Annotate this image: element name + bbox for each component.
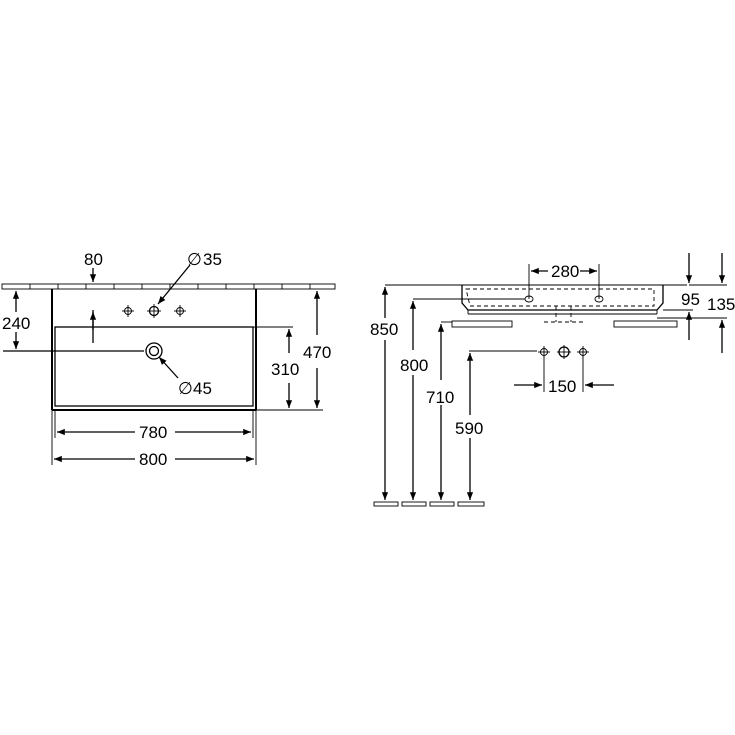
dim-850: 850 [370, 286, 398, 501]
dim-800-width: 800 [51, 410, 257, 469]
dim-800-height-label: 800 [400, 356, 428, 375]
dim-710: 710 [426, 321, 454, 501]
dim-dia35-label: 35 [203, 250, 222, 269]
hatched-supports [451, 320, 678, 328]
tap-hole-center [147, 304, 161, 318]
drain-top [145, 342, 163, 360]
top-view: 80 ∅ 35 240 470 310 [1, 250, 336, 469]
dim-150: 150 [514, 357, 614, 396]
dim-310: 310 [253, 326, 299, 409]
dim-80: 80 [84, 250, 103, 343]
basin-outline-side [385, 284, 687, 323]
wall-strip [1, 283, 336, 290]
dim-850-label: 850 [370, 320, 398, 339]
dim-800-width-label: 800 [139, 450, 167, 469]
dim-135: 135 [657, 253, 735, 353]
dim-590-label: 590 [455, 419, 483, 438]
dim-800-height: 800 [400, 298, 525, 501]
side-view: 280 95 135 850 800 [370, 253, 735, 507]
dim-780: 780 [54, 410, 254, 442]
tap-hole-markers-side [524, 295, 604, 303]
tap-holes [122, 304, 186, 318]
dia45-symbol: ∅ [178, 379, 193, 398]
dim-470-label: 470 [303, 343, 331, 362]
dim-dia45: ∅ 45 [158, 356, 212, 398]
dim-710-label: 710 [426, 388, 454, 407]
basin-outline-top [51, 289, 257, 411]
dim-310-label: 310 [271, 360, 299, 379]
tap-hole-right [174, 305, 186, 317]
floor-strip [373, 501, 485, 507]
tap-hole-left [122, 305, 134, 317]
dim-280-label: 280 [551, 262, 579, 281]
dim-780-label: 780 [139, 423, 167, 442]
dim-dia45-label: 45 [193, 379, 212, 398]
dim-590: 590 [455, 350, 537, 501]
dim-80-label: 80 [84, 250, 103, 269]
connection-points-side [538, 345, 589, 359]
dia35-symbol: ∅ [187, 250, 202, 269]
dim-470: 470 [256, 290, 331, 411]
dim-240-label: 240 [2, 314, 30, 333]
connection-point-left [538, 346, 550, 358]
dim-135-label: 135 [707, 295, 735, 314]
connection-point-right [577, 346, 589, 358]
dim-dia35: ∅ 35 [157, 250, 222, 305]
dim-280: 280 [528, 262, 600, 299]
connection-point-center [557, 345, 571, 359]
dim-95: 95 [663, 253, 700, 340]
dim-150-label: 150 [548, 377, 576, 396]
dim-95-label: 95 [681, 290, 700, 309]
dim-240: 240 [2, 290, 144, 352]
